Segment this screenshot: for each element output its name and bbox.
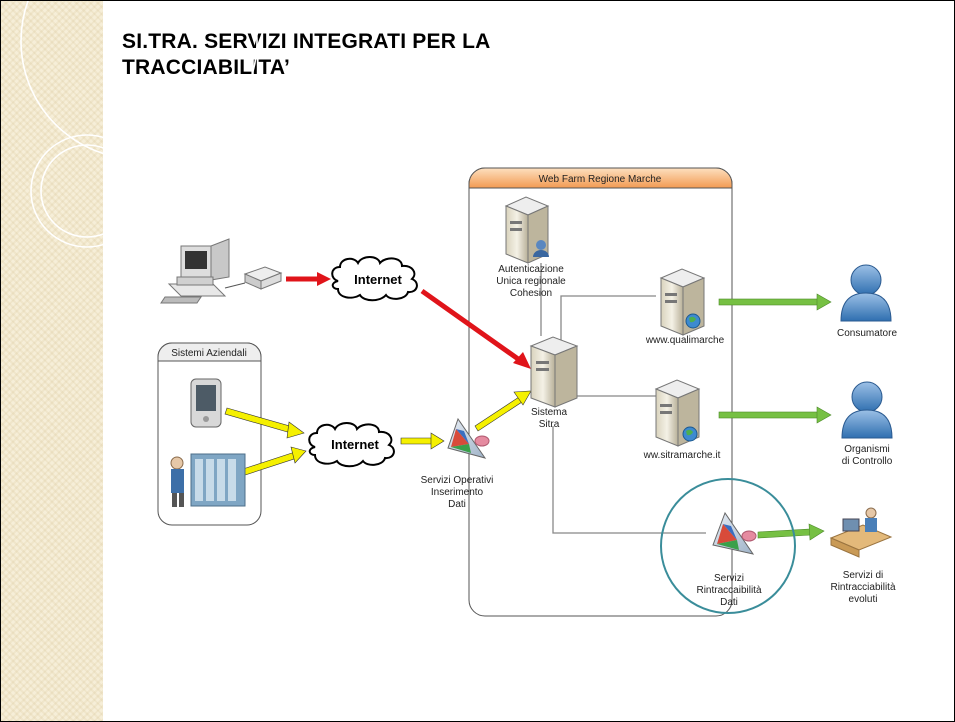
servizi-operativi-label-2: Inserimento <box>431 487 484 498</box>
organismi-person-icon <box>841 381 893 439</box>
green-arrows <box>718 293 832 541</box>
servizi-operativi-prism-icon <box>447 417 490 459</box>
organismi-label-2: di Controllo <box>842 456 893 467</box>
auth-label-2: Unica regionale <box>496 276 566 287</box>
evoluti-label-1: Servizi di <box>843 570 884 581</box>
internet-cloud-bottom: Internet <box>308 422 395 468</box>
evoluti-label-2: Rintracciabilità <box>830 582 895 593</box>
qualimarche-label: www.qualimarche <box>645 335 725 346</box>
auth-server-icon <box>504 196 550 264</box>
highlight-circle <box>660 478 796 614</box>
decorative-circles <box>20 1 258 248</box>
rintracciabilita-label-3: Dati <box>720 597 738 608</box>
sistemi-aziendali-label: Sistemi Aziendali <box>171 348 247 359</box>
auth-label-3: Cohesion <box>510 288 552 299</box>
web-farm-label: Web Farm Regione Marche <box>539 174 662 185</box>
modem-icon <box>224 266 283 290</box>
consumatore-label: Consumatore <box>837 328 897 339</box>
internal-connections <box>540 263 706 534</box>
pda-device-icon <box>190 378 222 428</box>
evoluti-label-3: evoluti <box>849 594 878 605</box>
servizi-rintracciabilita-prism-icon <box>712 511 757 555</box>
title-line-2: TRACCIABILITA’ <box>122 56 291 79</box>
rintracciabilita-label-1: Servizi <box>714 573 744 584</box>
servizi-operativi-label-3: Dati <box>448 499 466 510</box>
desk-worker-icon <box>829 507 893 558</box>
qualimarche-server-icon <box>659 268 706 336</box>
internet-top-label: Internet <box>354 272 402 287</box>
organismi-label-1: Organismi <box>844 444 890 455</box>
desktop-computer-icon <box>160 238 230 304</box>
red-arrows <box>286 272 531 369</box>
servizi-operativi-label-1: Servizi Operativi <box>421 475 494 486</box>
slide-title: SI.TRA. SERVIZI INTEGRATI PER LA TRACCIA… <box>122 29 682 81</box>
auth-label-1: Autenticazione <box>498 264 564 275</box>
sistema-label-2: Sitra <box>539 419 560 430</box>
consumatore-person-icon <box>840 264 892 322</box>
sistema-label-1: Sistema <box>531 407 568 418</box>
operator-server-rack-icon <box>170 453 246 507</box>
yellow-arrows <box>224 390 532 478</box>
sitramarche-server-icon <box>654 379 701 447</box>
title-line-1: SI.TRA. SERVIZI INTEGRATI PER LA <box>122 30 491 53</box>
internet-bottom-label: Internet <box>331 437 379 452</box>
rintracciabilita-label-2: Rintraccaibilità <box>696 585 761 596</box>
internet-cloud-top: Internet <box>331 256 418 302</box>
sitramarche-label: ww.sitramarche.it <box>643 450 721 461</box>
sistema-sitra-server-icon <box>529 336 579 408</box>
